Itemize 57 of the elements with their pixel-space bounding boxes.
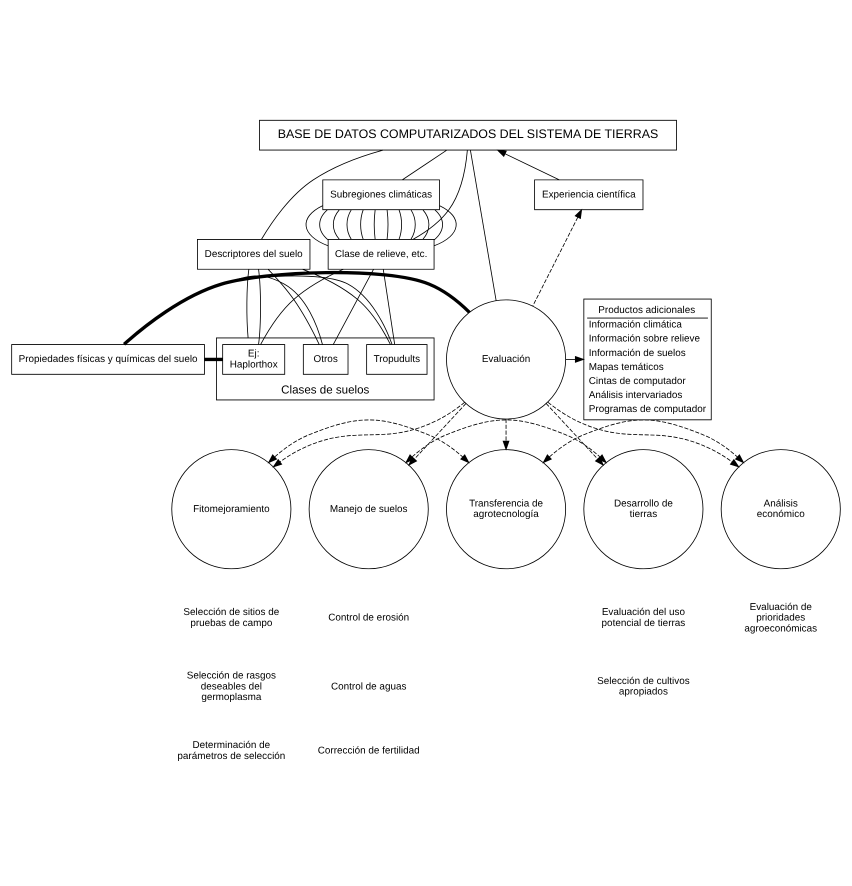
node-box: Experiencia científica bbox=[534, 179, 644, 210]
arrow bbox=[502, 418, 510, 451]
node-box: Ej: Haplorthox bbox=[222, 344, 286, 375]
connector bbox=[402, 150, 448, 180]
connector bbox=[382, 268, 396, 345]
connector bbox=[204, 358, 223, 362]
connector bbox=[422, 210, 430, 240]
node-box: Tropudults bbox=[366, 344, 428, 375]
node-box: BASE DE DATOS COMPUTARIZADOS DEL SISTEMA DE TIERRAS bbox=[259, 120, 677, 150]
connector bbox=[332, 210, 340, 240]
label: Determinación de parámetros de selección bbox=[177, 740, 286, 762]
node-circle: Análisis económico bbox=[720, 449, 841, 570]
label: Selección de rasgos deseables del germoplasma bbox=[186, 670, 276, 703]
connector bbox=[434, 210, 443, 240]
arrow bbox=[404, 420, 608, 464]
arrow bbox=[532, 208, 582, 306]
label: Selección de cultivos apropiados bbox=[597, 676, 690, 698]
connector bbox=[268, 269, 320, 345]
connector bbox=[386, 210, 388, 240]
connector bbox=[412, 150, 468, 240]
node-circle: Fitomejoramiento bbox=[171, 449, 292, 570]
arrow bbox=[542, 420, 744, 464]
node-box: Subregiones climáticas bbox=[322, 179, 440, 210]
connector bbox=[374, 210, 376, 240]
connector bbox=[434, 205, 457, 246]
label: Evaluación del uso potencial de tierras bbox=[602, 607, 686, 629]
label: Control de aguas bbox=[330, 681, 406, 692]
label: Control de erosión bbox=[328, 612, 410, 624]
connector bbox=[332, 268, 374, 345]
node-box: Otros bbox=[302, 344, 348, 375]
node-circle: Evaluación bbox=[446, 299, 566, 420]
label: Corrección de fertilidad bbox=[318, 745, 420, 756]
arrow bbox=[268, 420, 470, 464]
node-circle: Desarrollo de tierras bbox=[583, 449, 704, 570]
node-circle: Transferencia de agrotecnología bbox=[446, 449, 566, 570]
node-box: Clase de relieve, etc. bbox=[328, 239, 434, 270]
connector bbox=[346, 210, 352, 240]
arrow bbox=[496, 150, 560, 180]
connector bbox=[319, 210, 328, 240]
connector bbox=[410, 210, 416, 240]
label: Evaluación de prioridades agroeconómicas bbox=[744, 602, 818, 634]
connector bbox=[306, 205, 328, 246]
connector bbox=[302, 268, 391, 345]
node-box: Descriptores del suelo bbox=[197, 239, 310, 270]
connector bbox=[470, 150, 497, 301]
connector bbox=[258, 268, 261, 345]
connector bbox=[261, 150, 384, 240]
node-box: Productos adicionales Información climática Información sobre relieve Información de suelos Mapas temáticos Cintas de computador Análisis intervariados Programas de computador bbox=[583, 298, 712, 420]
connector bbox=[360, 210, 364, 240]
node-box: Propiedades físicas y químicas del suelo bbox=[11, 344, 205, 375]
label: Selección de sitios de pruebas de campo bbox=[183, 607, 280, 629]
arrow bbox=[565, 356, 585, 363]
connector bbox=[123, 270, 471, 346]
connector bbox=[260, 268, 344, 345]
connector bbox=[398, 210, 402, 240]
connector bbox=[246, 268, 250, 338]
node-circle: Manejo de suelos bbox=[308, 449, 429, 570]
